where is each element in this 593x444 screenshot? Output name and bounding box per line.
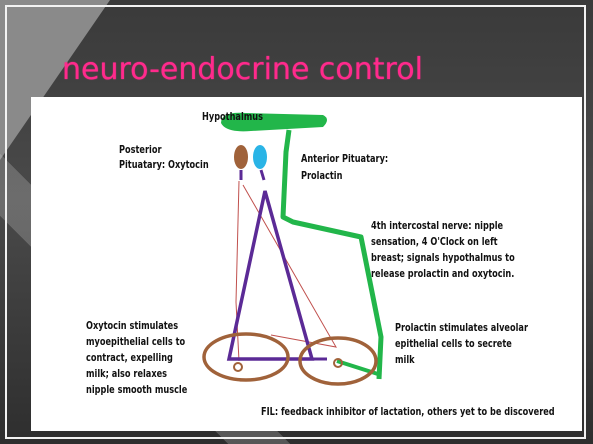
left-nipple xyxy=(234,363,242,371)
label-nerve-2: sensation, 4 O'Clock on left xyxy=(371,235,498,250)
left-breast xyxy=(204,334,288,380)
anterior-stalk xyxy=(261,170,264,180)
label-posterior-2: Pituatary: Oxytocin xyxy=(119,158,209,173)
label-prolactin-2: epithelial cells to secrete xyxy=(395,337,512,352)
slide-title: neuro-endocrine control xyxy=(62,52,423,87)
nerve-pathway xyxy=(283,130,381,379)
label-oxytocin-2: myoepithelial cells to xyxy=(86,335,185,350)
label-hypothalamus: Hypothalmus xyxy=(202,110,263,125)
label-prolactin-1: Prolactin stimulates alveolar xyxy=(395,321,528,336)
label-fil: FIL: feedback inhibitor of lactation, ot… xyxy=(261,405,555,420)
diagram-panel: Hypothalmus Posterior Pituatary: Oxytoci… xyxy=(31,97,582,431)
label-anterior-1: Anterior Pituatary: xyxy=(301,152,388,167)
label-oxytocin-1: Oxytocin stimulates xyxy=(86,319,178,334)
label-anterior-2: Prolactin xyxy=(301,169,342,184)
label-nerve-1: 4th intercostal nerve: nipple xyxy=(371,219,503,234)
label-prolactin-3: milk xyxy=(395,353,415,368)
label-oxytocin-4: milk; also relaxes xyxy=(86,367,167,382)
label-nerve-3: breast; signals hypothalmus to xyxy=(371,251,515,266)
posterior-pituitary-lobe xyxy=(234,145,248,169)
label-oxytocin-5: nipple smooth muscle xyxy=(86,383,187,398)
anterior-pituitary-lobe xyxy=(253,145,267,169)
thin-path-lines-right xyxy=(243,185,336,347)
label-oxytocin-3: contract, expelling xyxy=(86,351,173,366)
label-posterior-1: Posterior xyxy=(119,143,161,158)
label-nerve-4: release prolactin and oxytocin. xyxy=(371,267,514,282)
